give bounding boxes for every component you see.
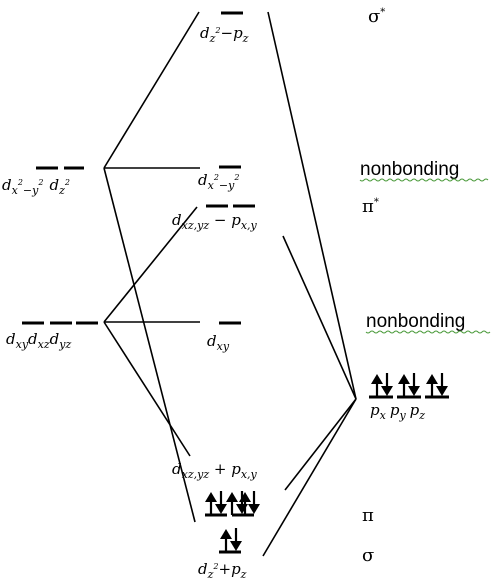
electron-pair-px [371,373,393,397]
mo-sigma-star-label: dz2−pz [200,24,249,45]
mo-pi-label: dxz,yz + px,y [172,460,258,481]
electron-pair-pi-1 [205,491,227,515]
arrowhead-down [215,504,227,514]
mo-nonbonding-upper-label: dx2−y2 [198,171,239,192]
corr-line-eg-sigma [103,167,196,523]
corr-line-lig-pi [284,398,357,491]
arrowhead-up [398,374,410,384]
arrowhead-down [381,386,393,396]
electron-pair-py [398,373,420,397]
label-pi-star: π* [362,196,379,217]
arrowhead-up [220,529,232,539]
label-nonbonding-lower: nonbonding [366,311,465,332]
electron-pairs [205,373,448,552]
arrowhead-down [436,386,448,396]
label-pi: π [362,505,374,526]
electron-pair-pz [426,373,448,397]
arrowhead-up [226,492,238,502]
corr-line-lig-pi-star [282,235,357,400]
mo-pi-star-label: dxz,yz − px,y [172,211,258,232]
electron-pair-pi-3 [239,491,260,515]
arrowhead-up [426,374,438,384]
arrowhead-up [239,492,251,502]
arrowhead-down [408,386,420,396]
arrowhead-down [236,504,248,514]
label-sigma: σ [362,545,374,566]
metal-t2g-label: dxydxzdyz [6,330,71,351]
arrowhead-up [205,492,217,502]
arrowhead-down [230,541,242,551]
spellcheck-underline [359,178,489,182]
energy-levels [22,11,449,554]
corr-line-lig-sigma [262,398,357,557]
corr-line-t2g-pi [103,321,191,457]
correlation-lines [103,11,357,557]
spellcheck-underline [365,330,491,334]
electron-pair-sigma [220,528,242,552]
mo-sigma-label: dz2+pz [198,560,247,581]
arrowhead-up [371,374,383,384]
corr-line-eg-sigma-star [103,11,200,169]
label-sigma-star: σ* [368,6,385,27]
arrowhead-down [248,504,260,514]
label-nonbonding-upper: nonbonding [360,159,459,180]
corr-line-t2g-pi-star [103,206,198,323]
mo-nonbonding-lower-label: dxy [207,332,230,353]
corr-line-lig-sigma-star [267,11,357,400]
